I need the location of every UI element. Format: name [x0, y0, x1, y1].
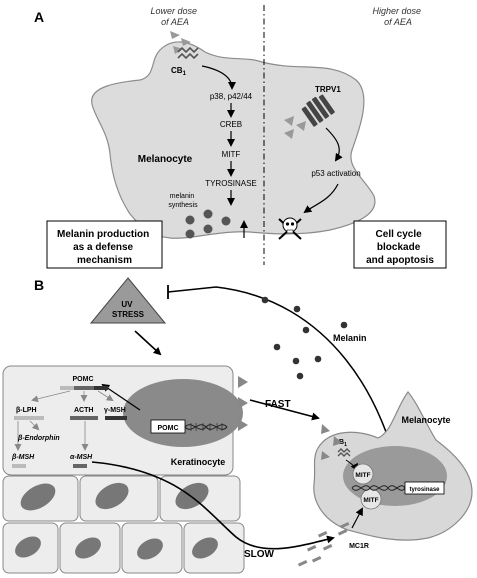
pomc-precursor-bar [60, 386, 108, 390]
apoptosis-text: Cell cycle blockade and apoptosis [366, 229, 434, 266]
lower-dose-heading: Lower dose of AEA [150, 6, 199, 27]
trpv1-label: TRPV1 [315, 85, 341, 94]
melanocyte-label-a: Melanocyte [138, 154, 193, 165]
cb1-receptor-icon [177, 46, 199, 60]
pathway-tyrosinase: TYROSINASE [205, 179, 257, 188]
cb1-label: CB1 [171, 66, 187, 77]
pathway-mitf: MITF [222, 150, 241, 159]
pomc-gene-label: POMC [158, 425, 179, 432]
mitf-circle-1 [352, 463, 374, 485]
mc1r-receptor-icon [297, 521, 350, 567]
beta-msh-bar [12, 464, 26, 468]
mitf-label-1: MITF [355, 472, 370, 479]
pathway-p38: p38, p42/44 [210, 92, 253, 101]
pathway-creb: CREB [220, 120, 242, 129]
acth-bar [70, 416, 98, 420]
melanocyte-cell-shape [91, 41, 376, 239]
cb1-receptor-icon-b [337, 448, 351, 457]
arrow-cb1-to-p38 [201, 65, 236, 90]
defense-mechanism-text: Melanin production as a defense mechanis… [57, 229, 152, 266]
mitf-label-2: MITF [363, 497, 378, 504]
slow-label: SLOW [244, 549, 275, 560]
uv-stress-label: UV STRESS [112, 300, 145, 319]
tyrosinase-gene-label: tyrosinase [409, 487, 440, 493]
higher-dose-heading: Higher dose of AEA [372, 6, 423, 27]
panel-a: A Lower dose of AEA Higher dose of AEA C… [34, 5, 447, 269]
melanocyte-label-b: Melanocyte [401, 415, 450, 425]
arrow-mc1r-to-mitf [351, 507, 363, 529]
melanin-dots [261, 296, 348, 380]
keratinocyte-layer-row2 [2, 522, 245, 574]
gamma-msh-label: γ-MSH [104, 407, 126, 414]
beta-msh-label: β-MSH [11, 454, 35, 461]
arrow-slow-path [91, 461, 335, 550]
pomc-cleavage-arrows [31, 390, 114, 403]
skull-icon [278, 217, 302, 240]
arrow-fast [249, 399, 320, 421]
apoptosis-box [353, 220, 447, 269]
melanin-label: Melanin [333, 333, 367, 343]
beta-endorphin-label: β-Endorphin [17, 435, 60, 442]
panel-a-label: A [34, 9, 44, 25]
alpha-msh-bar [73, 464, 87, 468]
keratinocyte-layer-row1 [2, 475, 241, 522]
aea-triangles-left [170, 31, 191, 54]
arrow-p53-to-death [303, 183, 339, 214]
beta-lph-bar [14, 416, 44, 420]
acth-label: ACTH [74, 407, 93, 414]
panel-b: B UV STRESS Melanin POMC PO [2, 277, 473, 574]
uv-stress-triangle [89, 277, 167, 324]
gamma-msh-bar [105, 416, 127, 420]
mc1r-label: MC1R [349, 543, 369, 550]
keratinocyte-secretion-triangles [238, 376, 248, 431]
fast-label: FAST [265, 399, 291, 410]
p53-label: p53 activation [311, 169, 360, 178]
trpv1-channel-icon [301, 94, 335, 127]
pomc-protein-label: POMC [73, 376, 94, 383]
keratinocyte-label: Keratinocyte [171, 457, 226, 467]
tyrosinase-gene-box [404, 481, 445, 495]
arrow-gene-to-pomc [101, 383, 141, 411]
beta-lph-label: β-LPH [16, 407, 37, 414]
melanin-synthesis-label: melanin synthesis [168, 193, 198, 209]
dna-helix-melanocyte [351, 485, 406, 491]
melanocyte-b-ligand-triangles [321, 424, 342, 460]
arrow-trpv1-to-p53 [325, 127, 343, 162]
panel-b-label: B [34, 277, 44, 293]
aea-triangles-right [284, 116, 306, 139]
dna-helix-keratinocyte [184, 423, 228, 431]
arrow-uv-to-keratinocyte [134, 330, 162, 356]
defense-mechanism-box [46, 220, 163, 269]
beta-lph-cleavage-arrows [14, 420, 89, 451]
keratinocyte-nucleus [123, 379, 243, 447]
melanin-granules [185, 209, 231, 239]
alpha-msh-label: α-MSH [70, 454, 93, 461]
